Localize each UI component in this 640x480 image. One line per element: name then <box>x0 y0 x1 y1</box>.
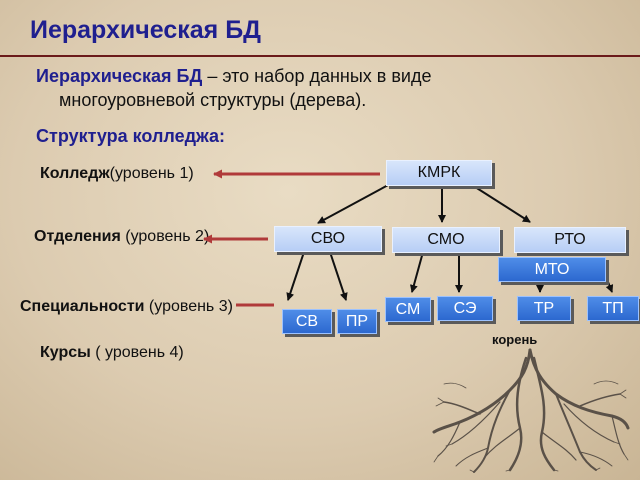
level-courses: Курсы ( уровень 4) <box>40 344 184 362</box>
level-courses-name: Курсы <box>40 344 91 361</box>
tree-node-smo: СМО <box>392 227 500 253</box>
level-specialties-text: (уровень 3) <box>144 298 233 315</box>
root-label: корень <box>492 332 538 347</box>
level-college-text: (уровень 1) <box>109 165 194 182</box>
level-departments: Отделения (уровень 2) <box>34 228 209 246</box>
tree-node-tr: ТР <box>517 296 571 321</box>
structure-heading: Структура колледжа: <box>36 126 226 146</box>
level-specialties-name: Специальности <box>20 298 145 315</box>
level-courses-text: ( уровень 4) <box>90 344 184 361</box>
level-specialties: Специальности (уровень 3) <box>20 298 233 316</box>
level-college: Колледж(уровень 1) <box>40 165 194 183</box>
tree-node-pr: ПР <box>337 309 377 334</box>
title-divider <box>0 55 640 57</box>
definition-text-line2: многоуровневой структуры (дерева). <box>59 90 367 110</box>
level-departments-name: Отделения <box>34 228 121 245</box>
tree-node-rto: РТО <box>514 227 626 253</box>
tree-node-sm: СМ <box>385 297 431 322</box>
tree-node-se: СЭ <box>437 296 493 321</box>
level-departments-text: (уровень 2) <box>120 228 210 245</box>
page-title: Иерархическая БД <box>30 16 261 44</box>
tree-node-mto: МТО <box>498 257 606 282</box>
tree-node-root: КМРК <box>386 160 492 186</box>
definition-term: Иерархическая БД <box>36 66 203 86</box>
tree-roots-illustration <box>432 348 630 473</box>
definition-text: – это набор данных в виде <box>202 66 432 86</box>
level-college-name: Колледж <box>40 165 110 182</box>
tree-node-svo: СВО <box>274 226 382 252</box>
tree-node-sv: СВ <box>282 309 332 334</box>
definition: Иерархическая БД – это набор данных в ви… <box>36 64 516 112</box>
tree-node-tp: ТП <box>587 296 639 321</box>
